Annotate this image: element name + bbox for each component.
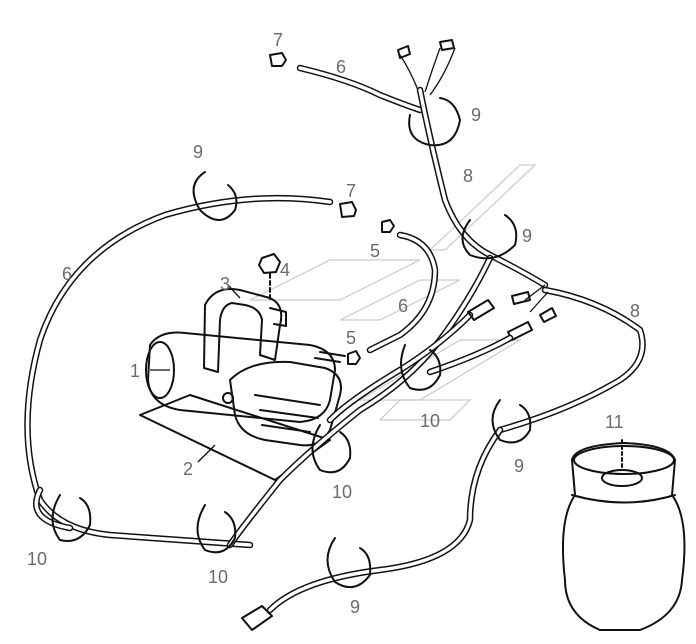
- nut-lower: [347, 350, 361, 365]
- callout-6-top: 6: [336, 57, 346, 77]
- callout-9-right: 9: [522, 226, 532, 246]
- callout-6-left: 6: [62, 264, 72, 284]
- callout-10-right: 10: [420, 411, 440, 431]
- wiring-harness: [397, 39, 646, 434]
- callout-6-middle: 6: [398, 296, 408, 316]
- compressor-unit: [145, 331, 346, 447]
- callout-1: 1: [130, 361, 140, 381]
- callout-9-top: 9: [471, 105, 481, 125]
- mounting-bracket: [203, 288, 283, 373]
- callout-7-left: 7: [346, 181, 356, 201]
- mounting-plate: [139, 394, 331, 481]
- callout-10-bottom: 10: [208, 567, 228, 587]
- air-line-left: [24, 194, 334, 549]
- callout-8-right: 8: [630, 301, 640, 321]
- callout-9-bottom: 9: [350, 597, 360, 617]
- center-harness: [226, 254, 533, 549]
- callout-2: 2: [183, 459, 193, 479]
- fitting-left: [339, 201, 357, 218]
- air-line-top: [296, 64, 424, 114]
- callout-5-upper: 5: [370, 241, 380, 261]
- air-line-right: [241, 426, 504, 631]
- callout-9-lower-right: 9: [514, 456, 524, 476]
- callout-9-left: 9: [193, 142, 203, 162]
- callout-7-top: 7: [273, 30, 283, 50]
- callout-10-center: 10: [332, 482, 352, 502]
- callout-5-lower: 5: [346, 328, 356, 348]
- callout-8-upper: 8: [463, 166, 473, 186]
- nut-upper: [381, 219, 395, 233]
- air-line-middle: [366, 231, 439, 354]
- air-spring: [561, 439, 686, 631]
- fitting-top: [269, 52, 287, 67]
- callout-3: 3: [220, 274, 230, 294]
- bolt: [258, 253, 281, 301]
- callout-10-left: 10: [27, 549, 47, 569]
- callout-11: 11: [605, 412, 624, 432]
- watermark: [249, 164, 537, 421]
- callouts: 1 2 3 4 5 5 6 6 6 7 7 8 8 9 9 9 9 9 10 1…: [27, 30, 640, 617]
- clamps-small: [51, 344, 442, 554]
- leader-lines: [150, 284, 241, 463]
- clamps: [192, 97, 532, 589]
- callout-4: 4: [280, 260, 290, 280]
